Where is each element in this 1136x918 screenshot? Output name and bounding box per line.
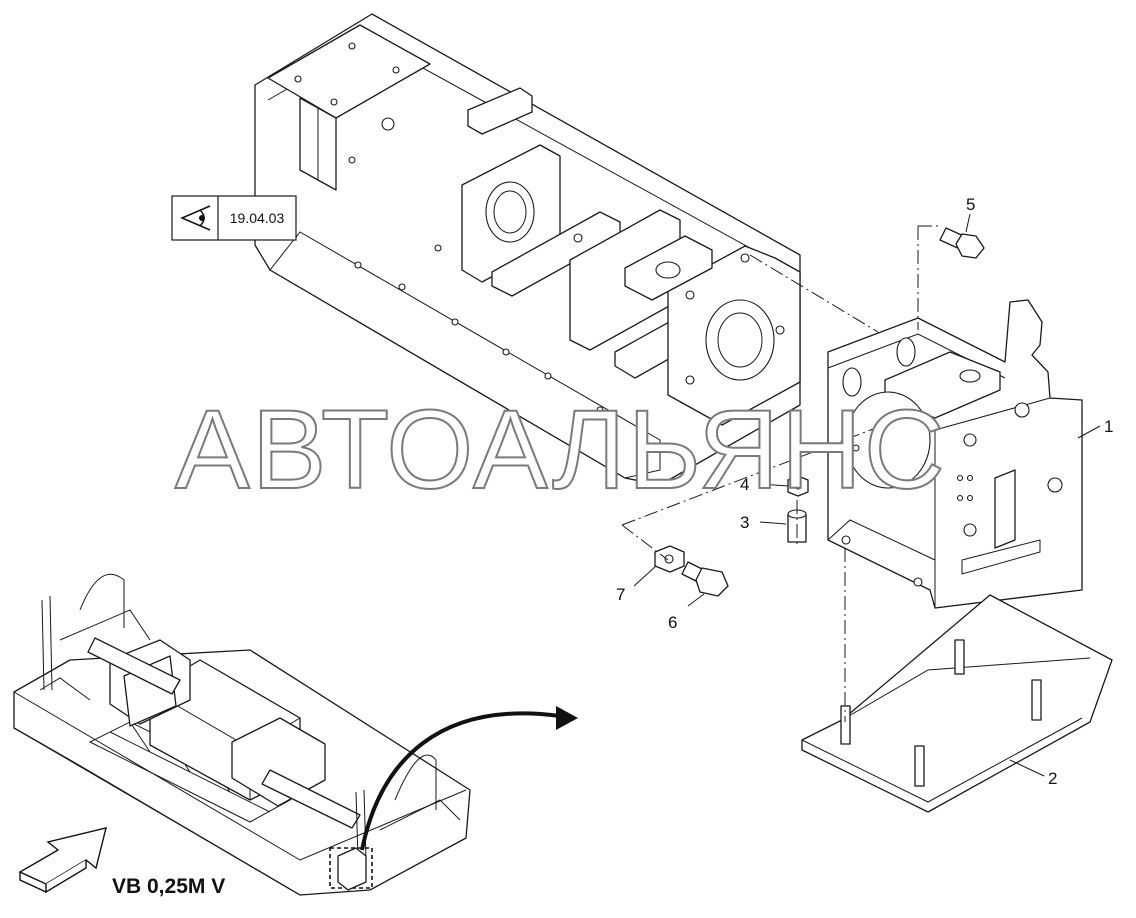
reference-box[interactable]: 19.04.03 (171, 195, 297, 241)
screed-frame (254, 13, 801, 486)
callout-1: 1 (1104, 417, 1113, 436)
bolt-part-6 (681, 561, 729, 597)
reference-label: 19.04.03 (230, 210, 285, 226)
callout-3: 3 (740, 513, 749, 532)
curved-arrow-icon (360, 706, 578, 851)
watermark: АВТОАЛЬЯНС (175, 387, 947, 512)
nut-part-4 (787, 475, 809, 497)
base-plate-part-2 (801, 594, 1113, 813)
nut-part-7 (654, 545, 685, 573)
eye-view-icon (180, 205, 211, 231)
hollow-arrow-icon (18, 827, 107, 894)
assembly-centerlines (621, 225, 940, 722)
bolt-part-5 (939, 227, 985, 259)
callout-6: 6 (668, 613, 677, 632)
callout-7: 7 (616, 585, 625, 604)
paver-overview (13, 573, 471, 896)
callout-4: 4 (740, 475, 749, 494)
bracket-part-1 (827, 299, 1083, 609)
callout-2: 2 (1048, 769, 1057, 788)
variant-label: VB 0,25M V (112, 875, 225, 898)
stud (840, 639, 1042, 787)
location-highlight (329, 847, 373, 889)
callout-5: 5 (966, 195, 975, 214)
callout-labels: 1 2 3 4 5 6 7 (616, 195, 1113, 788)
